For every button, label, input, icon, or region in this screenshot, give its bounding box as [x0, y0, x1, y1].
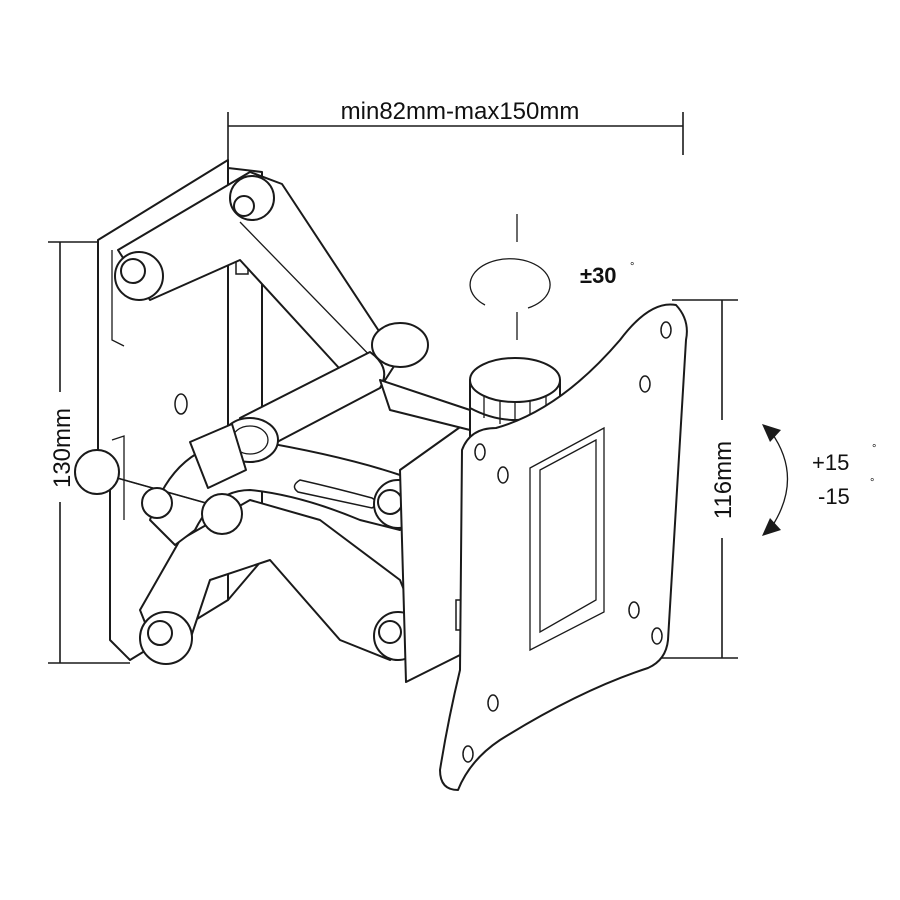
pivot-top-left-bolt — [120, 258, 146, 284]
left-label-gap — [46, 392, 74, 502]
tilt-indicator: +15 ° -15 ° — [762, 424, 876, 536]
vesa-hole-1 — [660, 321, 672, 339]
tension-knob-top — [469, 357, 561, 403]
width-dimension: min82mm-max150mm — [227, 98, 684, 160]
swivel-degree: ° — [630, 261, 634, 273]
handle-knob-mid — [141, 487, 173, 519]
vesa-hole-2 — [639, 375, 651, 393]
wall-plate-flange-top — [111, 250, 125, 347]
handle-knob-right — [201, 493, 243, 535]
middle-arm-slot — [293, 479, 377, 509]
right-height-label: 116mm — [710, 441, 737, 519]
vesa-plate-window-inner — [539, 438, 597, 634]
pivot-joints — [114, 175, 429, 665]
pivot-bottom-right-bolt — [378, 620, 402, 644]
vesa-hole-8 — [462, 745, 474, 763]
wall-plate-flange-mid — [111, 435, 125, 520]
vesa-plate-body — [439, 303, 688, 791]
tilt-arrow-down-icon — [762, 518, 781, 536]
tilt-down-degree: ° — [870, 477, 874, 489]
width-dimension-label: min82mm-max150mm — [341, 98, 580, 125]
vesa-plate-window — [529, 426, 605, 652]
swivel-indicator: ±30 ° — [469, 214, 634, 340]
pivot-upper-right — [371, 322, 429, 368]
tilt-down-label: -15 — [818, 484, 850, 509]
nut-top-icon — [233, 195, 255, 217]
upper-arm-edge — [239, 221, 381, 367]
locking-handle — [74, 423, 247, 535]
handle-shaft — [189, 423, 247, 489]
pivot-middle-right-bolt — [377, 489, 403, 515]
handle-knob-left — [74, 449, 120, 495]
swivel-arc — [469, 258, 551, 309]
swivel-block-top — [379, 379, 471, 431]
axle-rod — [239, 351, 386, 453]
left-height-label: 130mm — [49, 408, 76, 488]
vesa-hole-3 — [474, 443, 486, 461]
left-height-dimension: 130mm — [46, 241, 130, 664]
tilt-arrow-up-icon — [762, 424, 781, 442]
vesa-plate — [439, 303, 688, 791]
mount-assembly — [74, 159, 688, 791]
vesa-hole-6 — [651, 627, 663, 645]
wall-screw-hole — [174, 393, 188, 415]
swivel-label: ±30 — [580, 263, 617, 288]
tilt-arc — [770, 431, 789, 529]
right-height-dimension: 116mm — [660, 299, 738, 659]
vesa-hole-7 — [487, 694, 499, 712]
right-label-gap — [708, 420, 736, 538]
tilt-up-degree: ° — [872, 443, 876, 455]
pivot-bottom-left-bolt — [147, 620, 173, 646]
vesa-hole-4 — [497, 466, 509, 484]
tilt-up-label: +15 — [812, 450, 849, 475]
vesa-hole-5 — [628, 601, 640, 619]
